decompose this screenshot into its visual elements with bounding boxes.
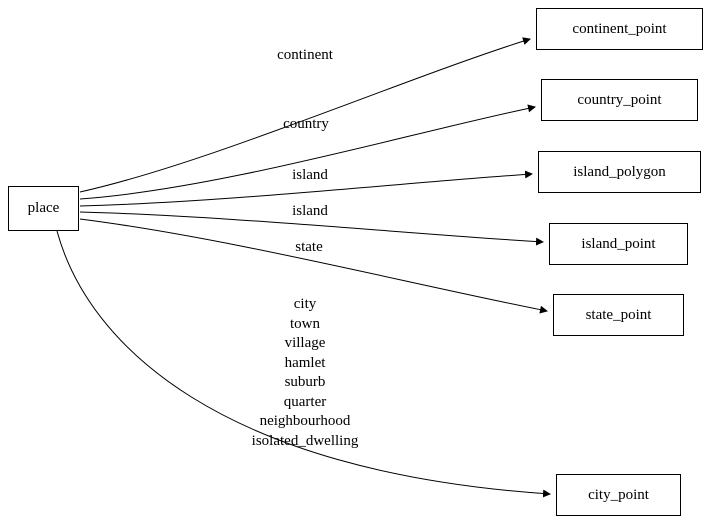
- node-island-point: island_point: [549, 223, 688, 265]
- node-place: place: [8, 186, 79, 231]
- node-island-polygon-label: island_polygon: [573, 163, 666, 180]
- node-state-point-label: state_point: [585, 306, 652, 323]
- edge-label-village: village: [284, 335, 326, 351]
- edge-label-quarter: quarter: [283, 393, 327, 410]
- edge-place-island-point: [79, 211, 544, 246]
- node-island-point-label: island_point: [581, 235, 656, 252]
- node-island-polygon: island_polygon: [538, 151, 701, 193]
- node-continent-point-label: continent_point: [572, 20, 667, 37]
- edge-place-island-polygon: [79, 170, 533, 207]
- node-place-label: place: [27, 200, 60, 216]
- edge-label-continent: continent: [277, 47, 333, 63]
- node-city-point: city_point: [556, 474, 681, 516]
- edge-label-isolated-dwelling: isolated_dwelling: [251, 432, 359, 449]
- edge-label-island-polygon: island: [292, 167, 328, 183]
- edge-label-city: city: [293, 296, 317, 312]
- node-country-point: country_point: [541, 79, 698, 121]
- edge-place-state-point: [79, 218, 548, 314]
- edge-label-state: state: [295, 239, 323, 255]
- edge-place-city-point: [56, 230, 551, 498]
- edge-label-city-group: city town village hamlet suburb quarter …: [252, 295, 359, 451]
- edge-label-island-point: island: [292, 203, 328, 219]
- node-state-point: state_point: [553, 294, 684, 336]
- edge-label-neighbourhood: neighbourhood: [259, 413, 351, 429]
- edge-place-country-point: [79, 104, 536, 200]
- edge-label-hamlet: hamlet: [284, 354, 326, 371]
- edge-place-continent-point: [79, 37, 531, 193]
- edge-label-town: town: [290, 315, 320, 332]
- edge-label-country: country: [283, 116, 329, 132]
- node-country-point-label: country_point: [577, 91, 662, 108]
- node-continent-point: continent_point: [536, 8, 703, 50]
- node-city-point-label: city_point: [588, 486, 649, 503]
- edge-label-suburb: suburb: [284, 374, 326, 390]
